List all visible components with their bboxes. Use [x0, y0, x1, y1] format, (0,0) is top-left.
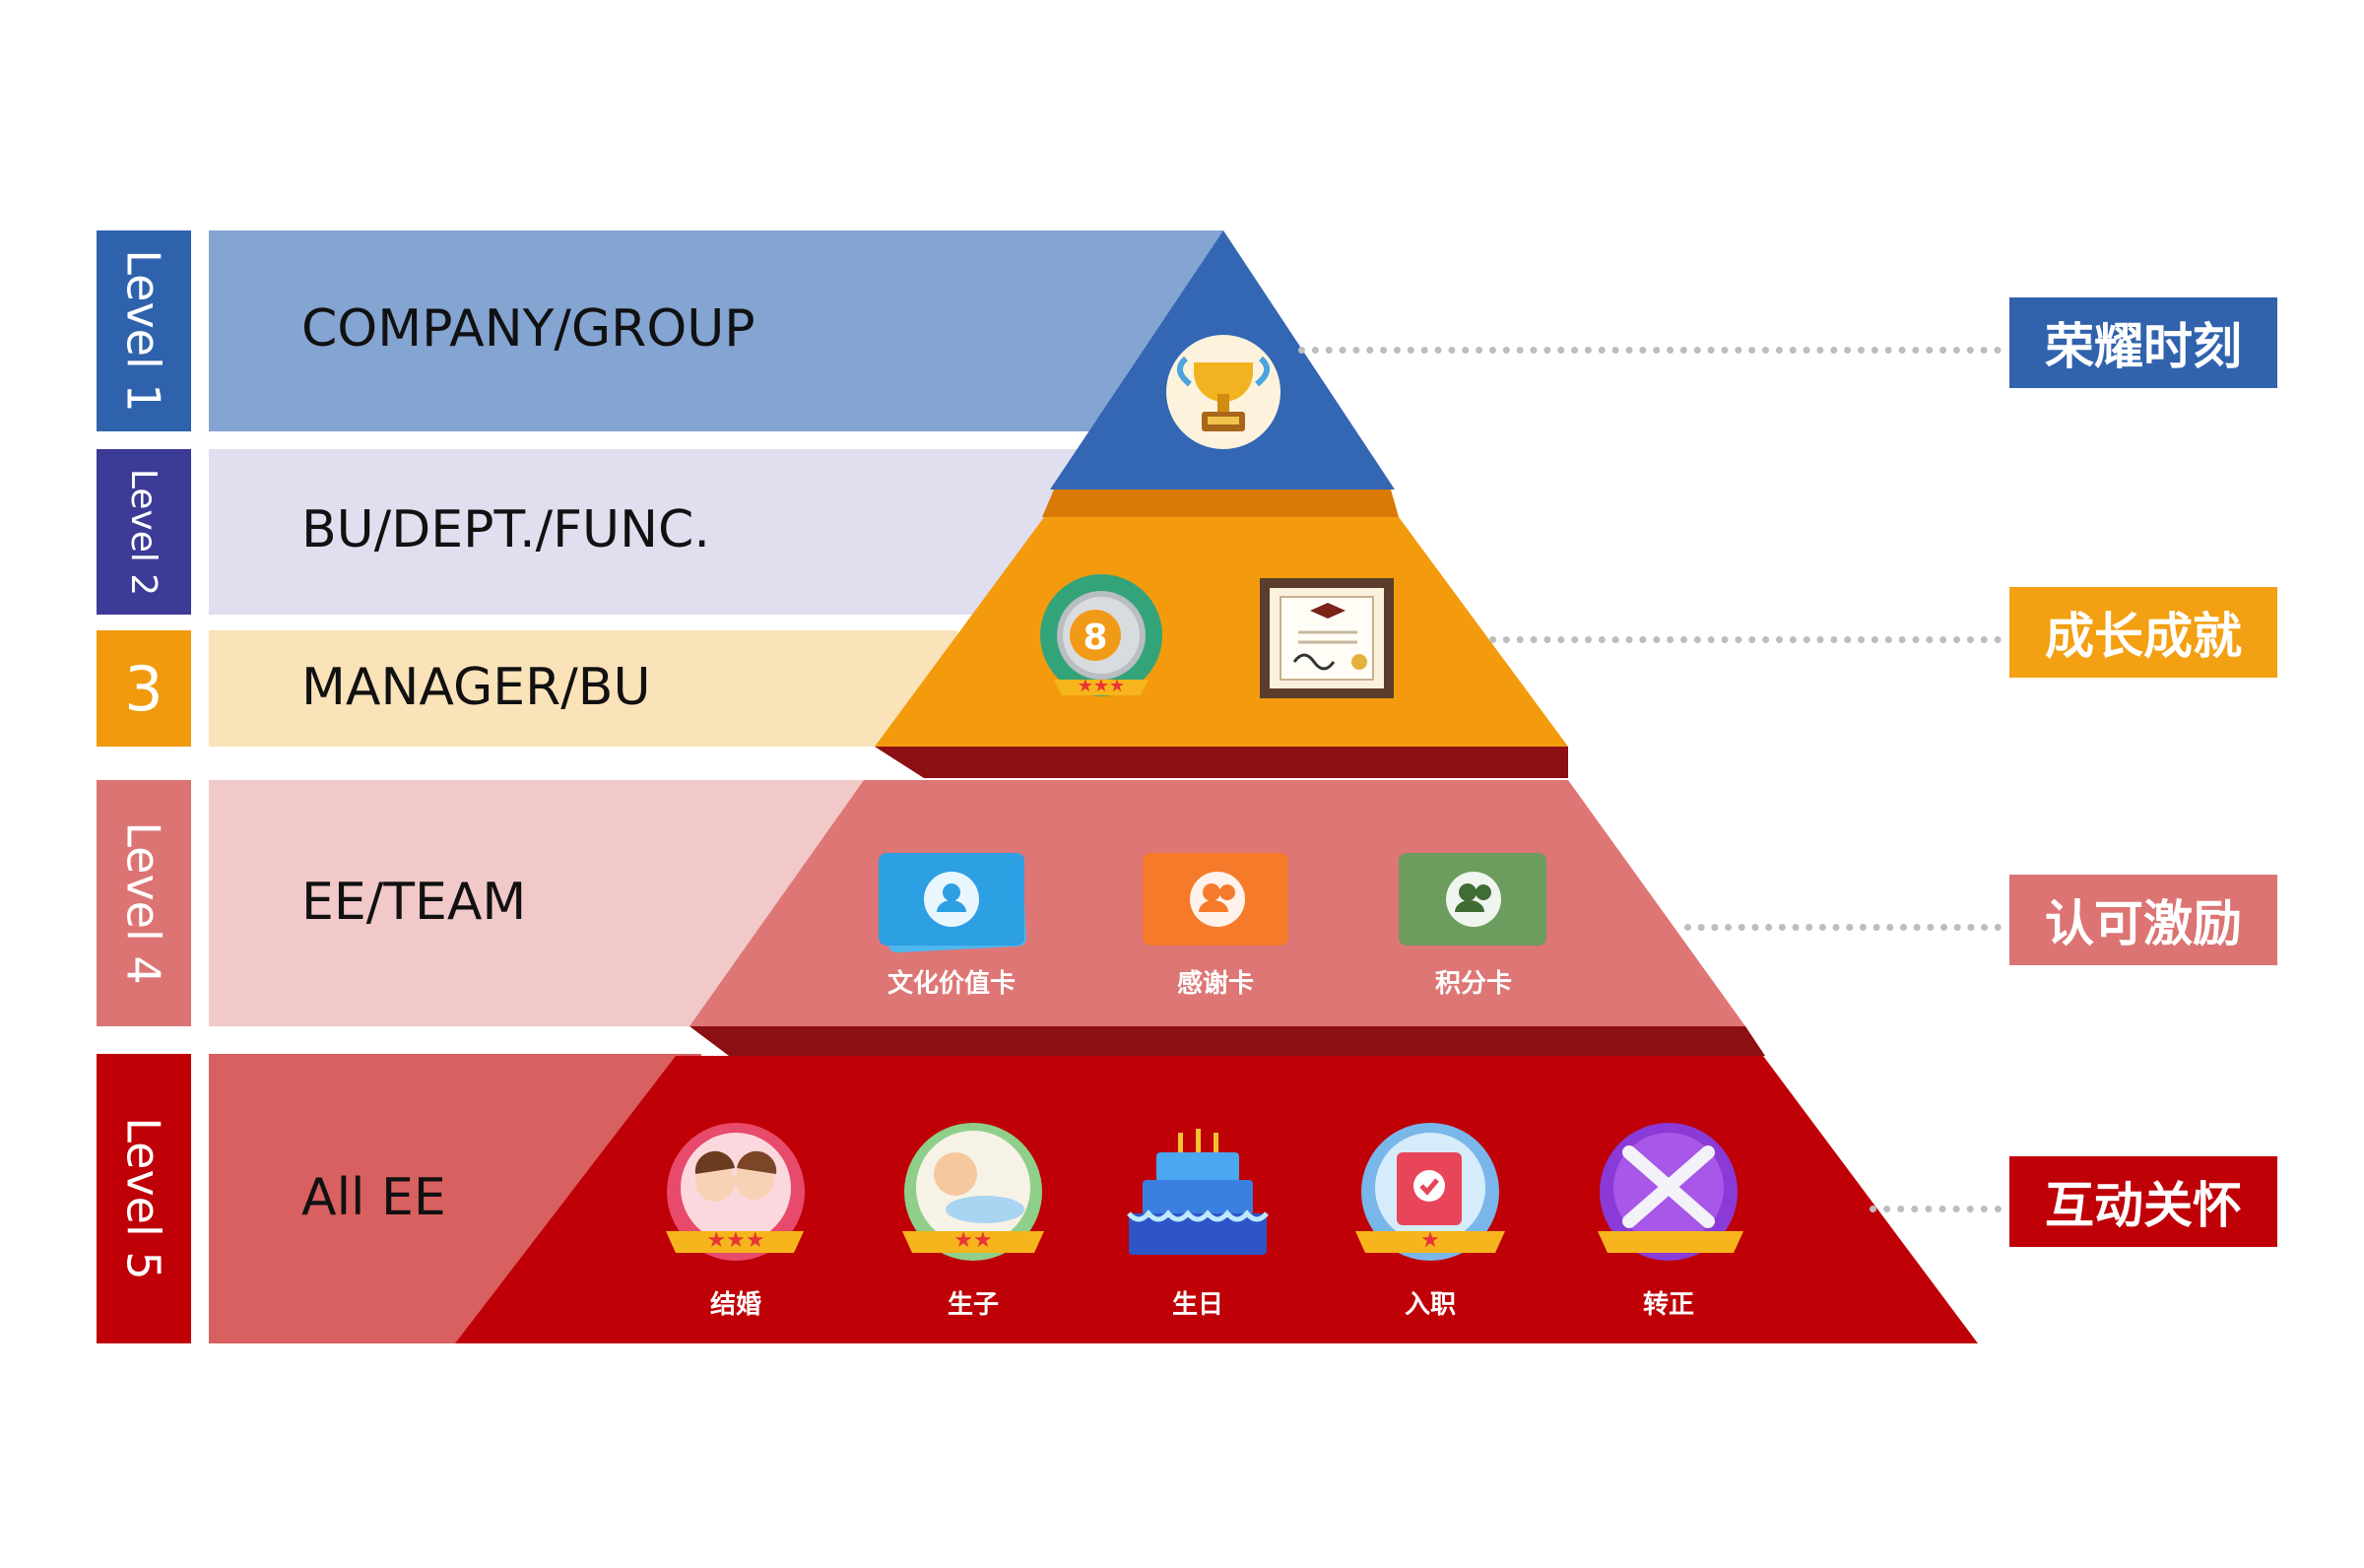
wedding-couple-icon	[666, 1123, 805, 1261]
svg-text:★★★: ★★★	[1078, 676, 1125, 696]
level-2-label: BU/DEPT./FUNC.	[301, 500, 710, 559]
level-3-tab-text: 3	[124, 652, 164, 725]
level-5-tab: Level 5	[97, 1054, 191, 1343]
level-4-tab: Level 4	[97, 780, 191, 1026]
badge-caption: 生日	[1171, 1290, 1223, 1320]
level-1-tab: Level 1	[97, 230, 191, 431]
level-5-tab-text: Level 5	[117, 1117, 170, 1280]
medal-8-icon: 8	[1040, 574, 1162, 696]
badge-caption: 生子	[947, 1290, 999, 1320]
svg-text:★★: ★★	[953, 1228, 992, 1253]
level-2-tab-text: Level 2	[123, 468, 164, 596]
badge-caption: 入职	[1404, 1290, 1456, 1320]
trophy-icon	[1166, 335, 1280, 449]
category-tag-growth: 成长成就	[2009, 587, 2277, 678]
connector-dots	[1489, 636, 2002, 643]
level-4-tab-text: Level 4	[117, 821, 170, 985]
badge-caption: 结婚	[709, 1290, 761, 1320]
connector-dots	[1684, 924, 2002, 931]
tier3-shadow	[690, 1026, 1765, 1056]
blue-person-card-icon	[879, 853, 1026, 953]
level-1-label: COMPANY/GROUP	[301, 299, 755, 359]
svg-text:★★★: ★★★	[706, 1228, 764, 1253]
svg-text:★: ★	[1420, 1228, 1440, 1253]
level-3-label: MANAGER/BU	[301, 658, 651, 717]
tier2-shadow	[875, 747, 1568, 778]
connector-dots	[1298, 347, 2002, 354]
level-5-label: All EE	[301, 1168, 446, 1227]
birthday-cake-icon	[1127, 1129, 1269, 1255]
level-2-tab: Level 2	[97, 449, 191, 615]
card-caption: 积分卡	[1434, 969, 1512, 999]
level-4-label: EE/TEAM	[301, 873, 527, 932]
card-caption: 感谢卡	[1176, 969, 1254, 999]
tier1-shadow	[1042, 490, 1399, 517]
category-tag-care: 互动关怀	[2009, 1156, 2277, 1247]
band-level-1	[209, 230, 1223, 431]
svg-text:8: 8	[1083, 618, 1107, 658]
crossed-swords-icon	[1598, 1123, 1743, 1261]
card-caption: 文化价值卡	[886, 969, 1016, 999]
level-1-tab-text: Level 1	[117, 249, 170, 413]
green-people-card-icon	[1399, 853, 1546, 946]
badge-caption: 转正	[1642, 1290, 1694, 1320]
onboarding-book-icon	[1355, 1123, 1505, 1261]
baby-icon	[902, 1123, 1044, 1261]
pyramid-tier-2	[875, 517, 1568, 747]
connector-dots	[1870, 1206, 2002, 1212]
category-tag-recognition: 认可激励	[2009, 875, 2277, 965]
certificate-icon	[1260, 578, 1394, 698]
band-level-2	[209, 449, 1095, 615]
orange-people-card-icon	[1143, 853, 1288, 946]
category-tag-honor: 荣耀时刻	[2009, 297, 2277, 388]
level-3-tab: 3	[97, 630, 191, 747]
band-level-3	[209, 630, 957, 747]
